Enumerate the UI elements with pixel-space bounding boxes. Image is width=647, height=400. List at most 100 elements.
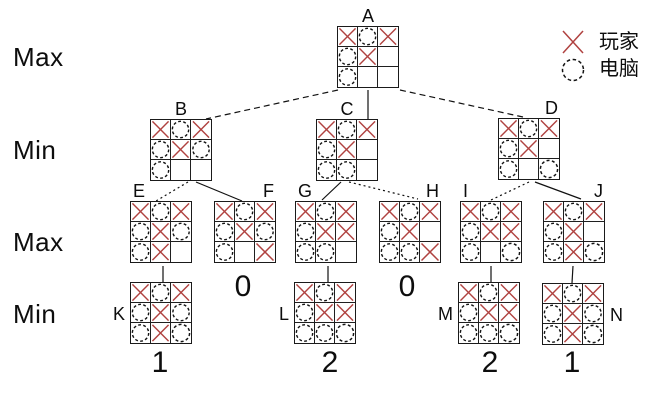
board-L-cell-r2c3-x-mark bbox=[335, 303, 355, 323]
board-D-cell-r1c3-x-mark bbox=[539, 119, 559, 139]
board-C-cell-r1c1-x-mark bbox=[317, 120, 337, 140]
node-label-C: C bbox=[340, 99, 354, 119]
tree-node-H: H bbox=[379, 182, 441, 263]
board-K-cell-r1c3-x-mark bbox=[171, 283, 191, 303]
board-A-cell-r3c2-empty bbox=[358, 67, 378, 87]
level-label-0-max: Max bbox=[13, 42, 64, 72]
board-G-cell-r2c1-o-mark bbox=[296, 222, 316, 242]
tree-node-I: I bbox=[460, 182, 522, 263]
node-label-N: N bbox=[610, 305, 623, 325]
board-M-cell-r1c2-o-mark bbox=[479, 283, 499, 303]
board-K-cell-r1c2-o-mark bbox=[151, 283, 171, 303]
board-J-cell-r3c1-o-mark bbox=[544, 242, 564, 262]
level-label-1-min: Min bbox=[13, 135, 57, 165]
board-L-cell-r3c2-o-mark bbox=[315, 323, 335, 343]
board-A-cell-r2c3-empty bbox=[378, 47, 398, 67]
board-L-cell-r1c2-o-mark bbox=[315, 283, 335, 303]
node-label-J: J bbox=[594, 181, 603, 201]
board-D-cell-r3c3-o-mark bbox=[539, 159, 559, 179]
board-A-cell-r1c1-x-mark bbox=[338, 27, 358, 47]
node-label-D: D bbox=[545, 98, 558, 118]
board-H-cell-r2c2-x-mark bbox=[400, 222, 420, 242]
board-B-cell-r2c1-o-mark bbox=[151, 140, 171, 160]
board-B-cell-r2c2-x-mark bbox=[171, 140, 191, 160]
board-B-cell-r1c2-o-mark bbox=[171, 120, 191, 140]
tree-node-A: A bbox=[337, 7, 399, 88]
board-K-cell-r1c1-x-mark bbox=[131, 283, 151, 303]
board-D bbox=[498, 118, 560, 180]
board-B-cell-r3c1-o-mark bbox=[151, 160, 171, 180]
board-F-cell-r2c2-x-mark bbox=[235, 222, 255, 242]
board-N-cell-r3c2-x-mark bbox=[563, 324, 583, 344]
tree-node-L: L bbox=[279, 282, 356, 344]
board-F-cell-r2c3-o-mark bbox=[255, 222, 275, 242]
board-D-cell-r2c3-empty bbox=[539, 139, 559, 159]
board-E-cell-r2c1-o-mark bbox=[131, 222, 151, 242]
board-J-cell-r2c3-empty bbox=[584, 222, 604, 242]
board-J-cell-r3c2-x-mark bbox=[564, 242, 584, 262]
tree-node-E: E bbox=[130, 182, 192, 263]
level-label-3-min: Min bbox=[13, 299, 57, 329]
board-J-cell-r1c3-x-mark bbox=[584, 202, 604, 222]
board-M-cell-r2c2-x-mark bbox=[479, 303, 499, 323]
board-I-cell-r3c2-empty bbox=[481, 242, 501, 262]
board-L bbox=[294, 282, 356, 344]
tree-node-M: M bbox=[438, 282, 520, 344]
tree-node-N: N bbox=[542, 283, 623, 345]
board-M-cell-r3c2-o-mark bbox=[479, 323, 499, 343]
board-D-cell-r2c2-x-mark bbox=[519, 139, 539, 159]
node-label-B: B bbox=[174, 99, 188, 119]
board-G-cell-r3c2-o-mark bbox=[316, 242, 336, 262]
legend-computer-label: 电脑 bbox=[599, 57, 639, 80]
board-L-cell-r3c3-o-mark bbox=[335, 323, 355, 343]
node-label-H: H bbox=[426, 181, 439, 201]
board-H bbox=[379, 201, 441, 263]
board-N-cell-r2c3-o-mark bbox=[583, 304, 603, 324]
board-F-cell-r3c2-empty bbox=[235, 242, 255, 262]
board-D-cell-r2c1-o-mark bbox=[499, 139, 519, 159]
board-C-cell-r1c2-o-mark bbox=[337, 120, 357, 140]
board-E-cell-r2c2-x-mark bbox=[151, 222, 171, 242]
edge-C-G-solid bbox=[321, 181, 342, 201]
legend: 玩家 电脑 bbox=[560, 28, 639, 82]
board-K-cell-r3c1-o-mark bbox=[131, 323, 151, 343]
board-E-cell-r1c2-o-mark bbox=[151, 202, 171, 222]
board-H-cell-r1c2-o-mark bbox=[400, 202, 420, 222]
board-K-cell-r3c2-x-mark bbox=[151, 323, 171, 343]
board-B-cell-r3c2-empty bbox=[171, 160, 191, 180]
board-M-cell-r2c3-x-mark bbox=[499, 303, 519, 323]
board-C-cell-r2c3-empty bbox=[357, 140, 377, 160]
edge-A-B-dashed bbox=[205, 89, 339, 120]
board-K-cell-r2c3-o-mark bbox=[171, 303, 191, 323]
board-C-cell-r3c3-empty bbox=[357, 160, 377, 180]
board-J-cell-r3c3-o-mark bbox=[584, 242, 604, 262]
legend-computer-row: 电脑 bbox=[560, 55, 639, 82]
legend-player-row: 玩家 bbox=[560, 28, 639, 55]
edge-D-J-solid bbox=[534, 181, 582, 200]
board-H-cell-r1c3-x-mark bbox=[420, 202, 440, 222]
board-N-cell-r3c1-o-mark bbox=[543, 324, 563, 344]
board-K-cell-r3c3-o-mark bbox=[171, 323, 191, 343]
tree-node-G: G bbox=[295, 182, 357, 263]
board-C-cell-r2c1-o-mark bbox=[317, 140, 337, 160]
value-label-3: 2 bbox=[321, 346, 339, 379]
board-E bbox=[130, 201, 192, 263]
board-I-cell-r1c2-o-mark bbox=[481, 202, 501, 222]
tree-node-B: B bbox=[150, 100, 212, 181]
board-D-cell-r1c1-x-mark bbox=[499, 119, 519, 139]
board-I-cell-r2c1-o-mark bbox=[461, 222, 481, 242]
board-E-cell-r2c3-o-mark bbox=[171, 222, 191, 242]
tree-node-K: K bbox=[113, 282, 192, 344]
board-I-cell-r2c2-x-mark bbox=[481, 222, 501, 242]
node-label-L: L bbox=[278, 304, 289, 324]
board-N-cell-r1c2-o-mark bbox=[563, 284, 583, 304]
node-label-A: A bbox=[361, 6, 375, 26]
board-L-cell-r3c1-o-mark bbox=[295, 323, 315, 343]
board-G-cell-r1c3-x-mark bbox=[336, 202, 356, 222]
board-C-cell-r3c1-o-mark bbox=[317, 160, 337, 180]
board-N-cell-r1c3-x-mark bbox=[583, 284, 603, 304]
board-B-cell-r1c1-x-mark bbox=[151, 120, 171, 140]
board-D-cell-r1c2-o-mark bbox=[519, 119, 539, 139]
board-K bbox=[130, 282, 192, 344]
